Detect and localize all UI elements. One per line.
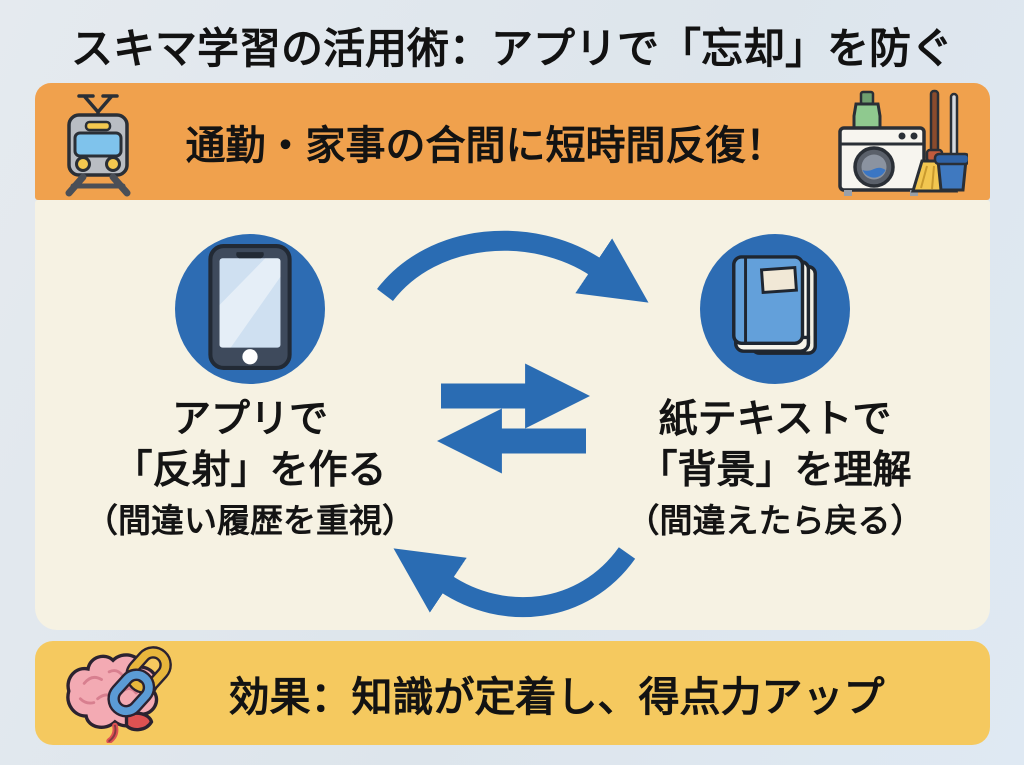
train-icon	[57, 87, 139, 197]
app-node-circle	[175, 234, 325, 384]
cycle-bottom-arrow-icon	[393, 546, 636, 618]
textbook-node-label-line2: 「背景」を理解	[638, 449, 912, 492]
brain-chain-icon	[55, 643, 173, 743]
cycle-arrows	[377, 230, 649, 618]
smartphone-icon	[206, 242, 294, 377]
app-node-label-line3: （間違い履歴を重視）	[85, 502, 415, 539]
housework-cleaning-icon	[832, 86, 968, 198]
cycle-diagram-card: アプリで 「反射」を作る （間違い履歴を重視） 紙テキストで 「背景」を理解 （…	[35, 200, 990, 630]
textbook-icon	[721, 253, 829, 366]
cycle-top-arrow-icon	[377, 230, 649, 303]
textbook-node: 紙テキストで 「背景」を理解 （間違えたら戻る）	[560, 234, 990, 546]
top-banner-text: 通勤・家事の合間に短時間反復！	[185, 123, 786, 168]
bottom-banner-text: 効果：知識が定着し、得点力アップ	[228, 674, 885, 720]
app-node-label-line1: アプリで	[171, 398, 328, 441]
textbook-node-label-line1: 紙テキストで	[658, 398, 892, 441]
app-node-label-line2: 「反射」を作る	[113, 449, 387, 492]
top-banner: 通勤・家事の合間に短時間反復！	[35, 83, 990, 200]
textbook-node-label-line3: （間違えたら戻る）	[626, 502, 924, 539]
app-node: アプリで 「反射」を作る （間違い履歴を重視）	[35, 234, 465, 546]
bottom-banner: 効果：知識が定着し、得点力アップ	[35, 641, 990, 745]
textbook-node-circle	[700, 234, 850, 384]
page-title: スキマ学習の活用術：アプリで「忘却」を防ぐ	[70, 24, 953, 72]
